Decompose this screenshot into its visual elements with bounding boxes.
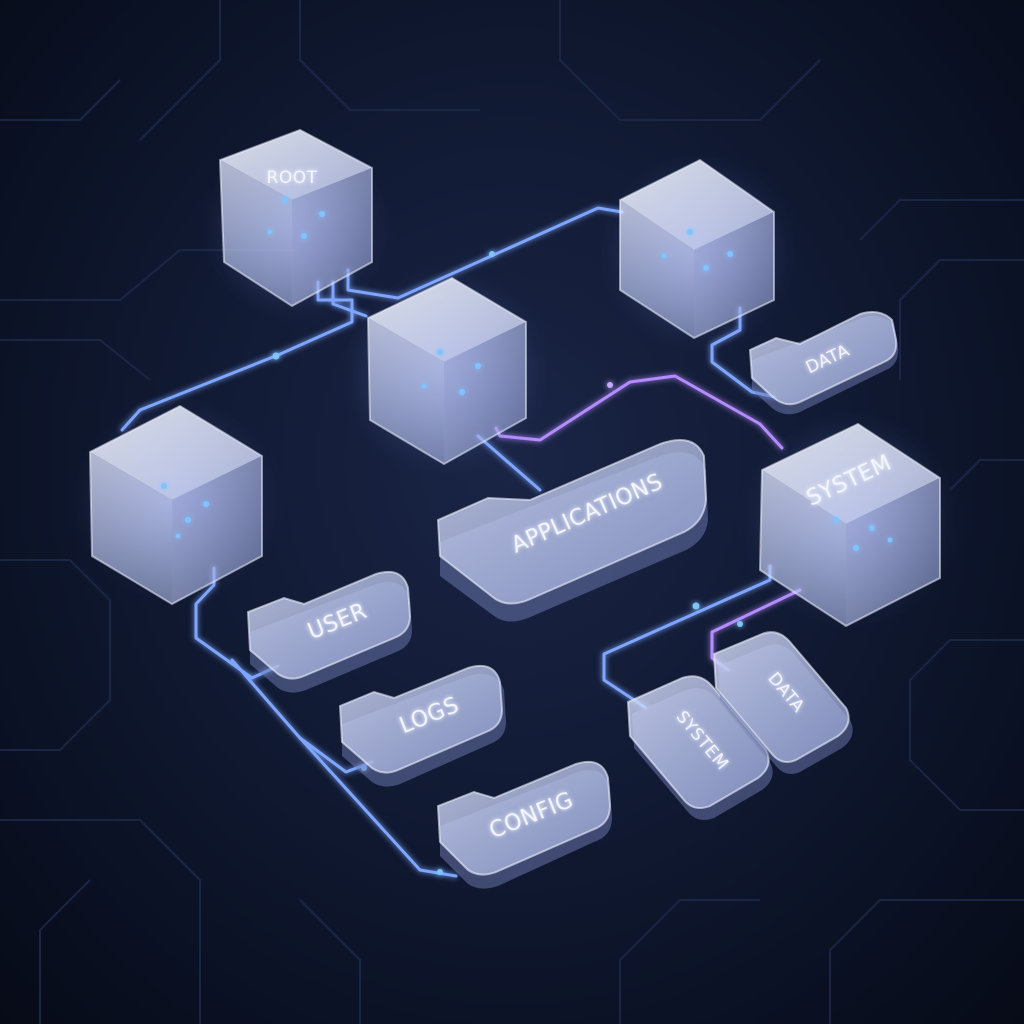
folder-data-top[interactable]: DATA [748,311,899,415]
system-cube[interactable]: SYSTEM [750,420,950,628]
folder-logs[interactable]: LOGS [338,664,506,787]
folder-user[interactable]: USER [246,570,412,693]
folder-config[interactable]: CONFIG [436,760,612,889]
left-cube[interactable] [81,404,271,606]
center-cube[interactable] [351,276,541,467]
folder-system[interactable]: SYSTEM [626,675,773,820]
connector-left-config [298,736,458,878]
top-right-cube[interactable] [608,158,788,342]
folder-applications[interactable]: APPLICATIONS [436,439,708,622]
folder-data-bottom[interactable]: DATA [712,631,853,774]
root-label: ROOT [267,168,318,188]
connector-root-topright [346,206,624,300]
root-cube[interactable]: ROOT [211,128,381,313]
